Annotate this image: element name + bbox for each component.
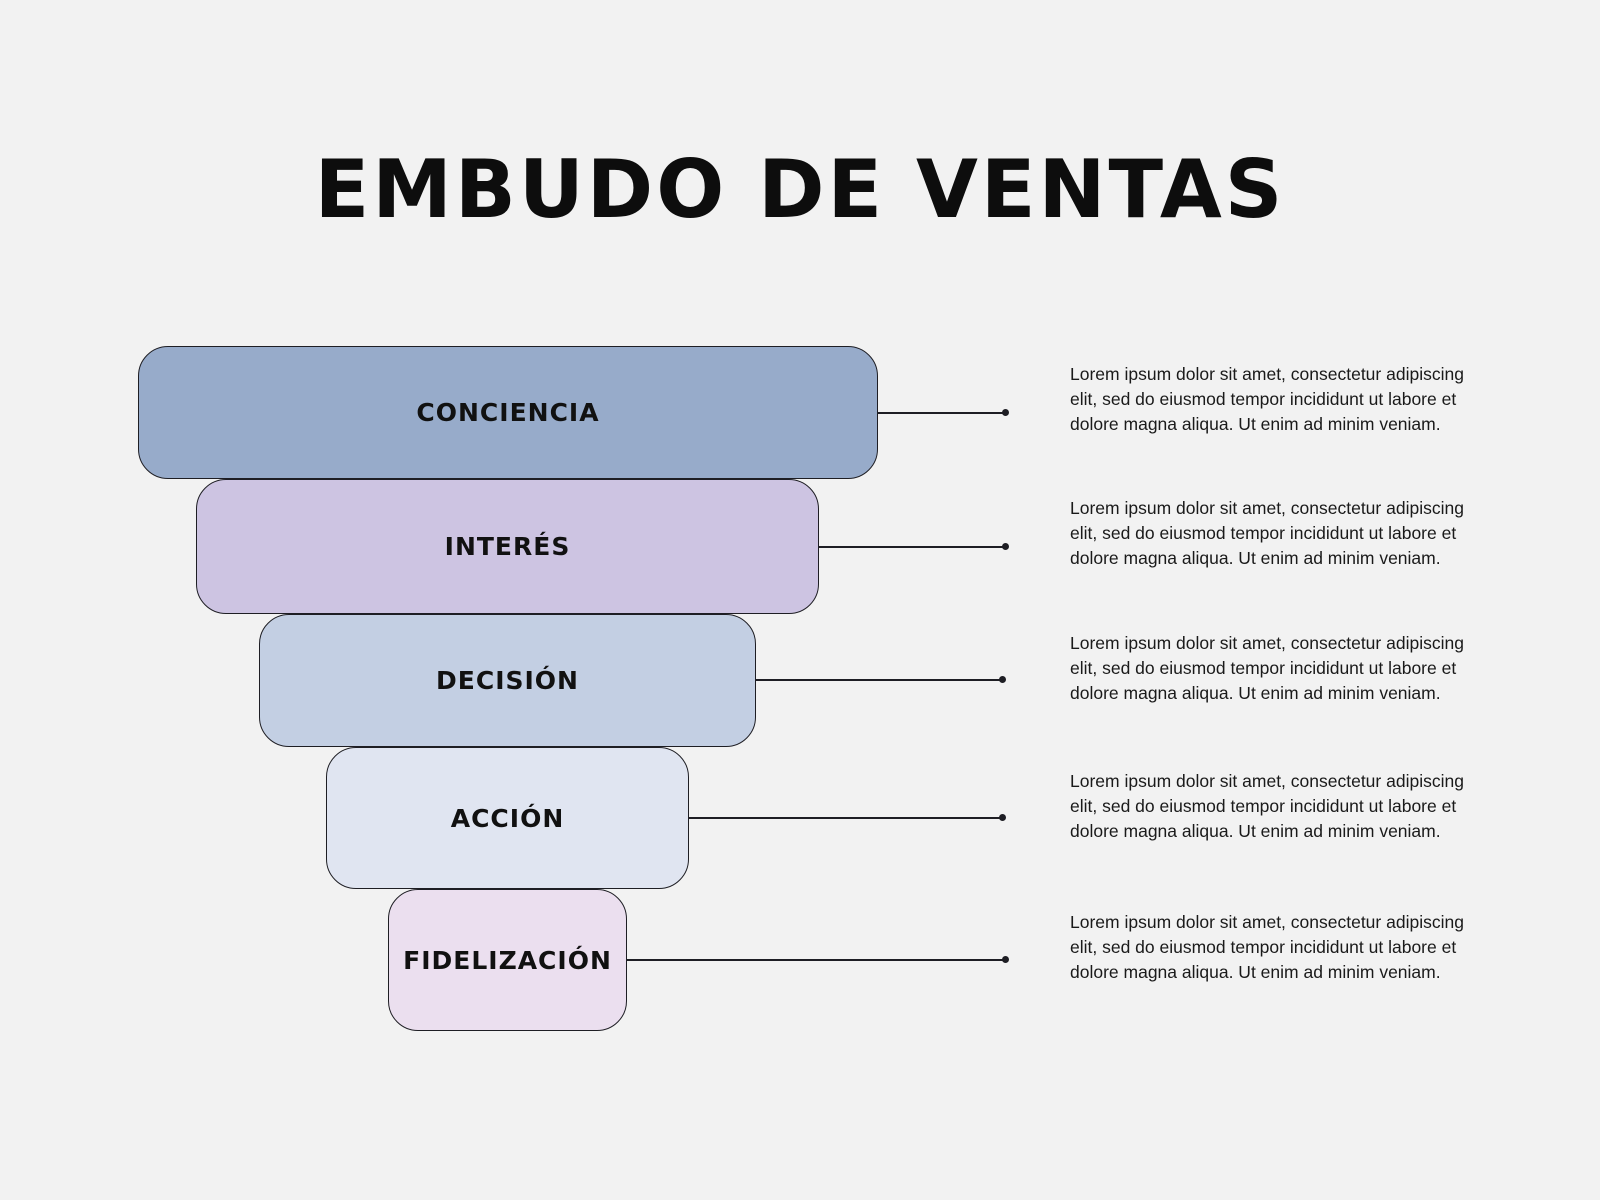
connector-line	[627, 956, 1009, 963]
connector-dot	[1002, 956, 1009, 963]
stage-description: Lorem ipsum dolor sit amet, consectetur …	[1070, 364, 1464, 434]
connector-line	[878, 409, 1009, 416]
funnel-stage-decision: DECISIÓN	[259, 614, 756, 747]
funnel-stage-conciencia: CONCIENCIA	[138, 346, 878, 479]
page-title: EMBUDO DE VENTAS	[314, 143, 1286, 236]
stage-description: Lorem ipsum dolor sit amet, consectetur …	[1070, 498, 1464, 568]
connector-dot	[1002, 543, 1009, 550]
connector-dot	[1002, 409, 1009, 416]
stage-description: Lorem ipsum dolor sit amet, consectetur …	[1070, 633, 1464, 703]
stage-label: INTERÉS	[444, 532, 571, 561]
stage-label: FIDELIZACIÓN	[403, 945, 612, 975]
funnel-stage-accion: ACCIÓN	[326, 747, 689, 889]
connector-line	[689, 814, 1006, 821]
connector-dot	[999, 676, 1006, 683]
funnel-stage-interes: INTERÉS	[196, 479, 819, 614]
funnel-stage-fidelizacion: FIDELIZACIÓN	[388, 889, 627, 1031]
connector-line	[819, 543, 1009, 550]
stage-description: Lorem ipsum dolor sit amet, consectetur …	[1070, 912, 1464, 982]
connector-line	[756, 676, 1006, 683]
stage-label: ACCIÓN	[450, 803, 565, 833]
connector-dot	[999, 814, 1006, 821]
stage-description: Lorem ipsum dolor sit amet, consectetur …	[1070, 771, 1464, 841]
stage-label: CONCIENCIA	[416, 398, 600, 427]
stage-label: DECISIÓN	[436, 666, 579, 695]
